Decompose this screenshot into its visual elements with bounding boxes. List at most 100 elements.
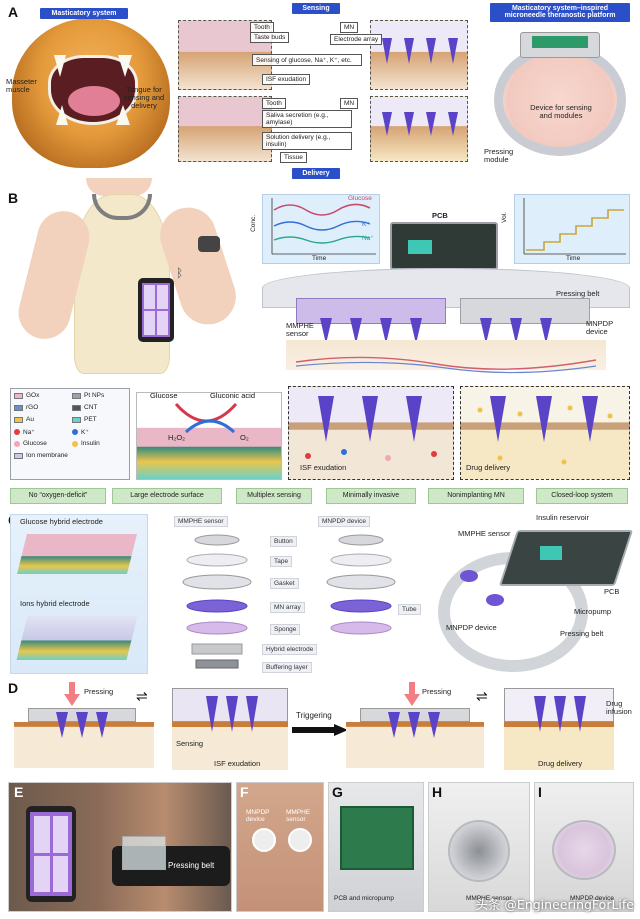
legend-na: Na⁺ — [14, 428, 35, 436]
mmphe-sensor-label-c: MMPHE sensor — [458, 529, 511, 538]
micropump-label: Micropump — [574, 607, 612, 616]
device-pcb-chip-c — [540, 546, 562, 560]
electrode-glucose-label: Glucose — [150, 391, 178, 400]
legend-ion-membrane: Ion membrane — [14, 452, 68, 459]
legend-pet: PET — [72, 416, 97, 423]
d-drug-infusion: Drug infusion — [606, 699, 632, 716]
sensing-microneedles — [382, 38, 458, 64]
tongue-label: Tongue for sensing and delivery — [123, 85, 165, 110]
section-b-microneedles — [320, 318, 552, 344]
device-ring — [494, 44, 626, 156]
legend-rgo: rGO — [14, 404, 38, 411]
delivery-row-tissue: Tissue — [280, 152, 307, 163]
mnpdp-title: MNPDP device — [318, 516, 370, 527]
delivery-right-mn: MN — [340, 98, 359, 109]
mmphe-exploded-stack — [182, 534, 252, 669]
sensing-row-isf: ISF exudation — [262, 74, 311, 85]
layer-tape: Tape — [270, 556, 293, 567]
feature-no-oxygen-deficit: No “oxygen-deficit” — [10, 488, 106, 504]
series-k: K⁺ — [362, 221, 370, 228]
person-head — [86, 178, 152, 196]
mnpdp-dot-c — [486, 594, 504, 606]
layer-button: Button — [270, 536, 297, 547]
photo-e-label: Pressing belt — [168, 861, 215, 870]
legend-k: K⁺ — [72, 428, 89, 436]
delivery-row-tooth: Tooth — [262, 98, 286, 109]
d-press-arrow-2 — [404, 682, 420, 706]
pressing-belt-label-c: Pressing belt — [560, 629, 604, 638]
sensing-right-mn: MN — [340, 22, 359, 33]
photo-g-board — [340, 806, 414, 870]
panel-letter-d: D — [8, 680, 19, 696]
feature-multiplex: Multiplex sensing — [236, 488, 312, 504]
banner-inspired-platform: Masticatory system–inspired microneedle … — [490, 3, 630, 22]
photo-e-box — [122, 836, 166, 870]
legend-glucose: Glucose — [14, 440, 47, 447]
panel-letter-f: F — [240, 784, 249, 800]
banner-sensing: Sensing — [292, 3, 340, 15]
electrode-illustration — [136, 392, 282, 480]
zoom-delivery-needles — [477, 396, 613, 465]
device-label: Device for sensing and modules — [530, 103, 592, 120]
plot-volume-xlabel: Time — [566, 255, 581, 262]
plot-volume-steps — [523, 198, 626, 255]
panel-letter-h: H — [432, 784, 443, 800]
panel-letter-b: B — [8, 190, 19, 206]
d-scene4-skin — [504, 722, 614, 770]
panel-letter-i: I — [538, 784, 542, 800]
feature-closed-loop: Closed-loop system — [536, 488, 628, 504]
tube-label: Tube — [398, 604, 421, 615]
ions-electrode-label: Ions hybrid electrode — [20, 599, 90, 608]
mmphe-label: MMPHE sensor — [286, 321, 314, 338]
feature-nonimplanting: Nonimplanting MN — [428, 488, 524, 504]
glucose-electrode-label: Glucose hybrid electrode — [20, 517, 103, 526]
photo-h-device — [448, 820, 510, 882]
plot-volume-ylabel: Vol. — [501, 211, 509, 223]
legend-pt: Pt NPs — [72, 392, 104, 399]
photo-i-label: MNPDP device — [570, 895, 614, 902]
d-scene4-needles — [534, 696, 586, 732]
mnpdp-exploded-stack — [326, 534, 396, 635]
plot-concentration-xlabel: Time — [312, 255, 327, 262]
feature-large-electrode: Large electrode surface — [112, 488, 222, 504]
d-trigger-arrow — [292, 724, 348, 736]
d-scene1-skin — [14, 722, 154, 768]
electrode-o2-label: O₂ — [240, 433, 249, 442]
phone — [138, 278, 174, 342]
electrode-arrows — [174, 403, 238, 434]
photo-g-label: PCB and micropump — [334, 895, 394, 902]
d-equilibrium-1: ⇌ — [136, 688, 148, 704]
layer-gasket: Gasket — [270, 578, 299, 589]
delivery-row-saliva: Saliva secretion (e.g., amylase) — [262, 110, 352, 128]
plot-volume — [514, 194, 630, 264]
feature-minimally-invasive: Minimally invasive — [326, 488, 416, 504]
panel-letter-g: G — [332, 784, 343, 800]
blood-vessels-b — [295, 356, 597, 374]
layer-sponge: Sponge — [270, 624, 301, 635]
delivery-microneedles — [382, 112, 458, 136]
d-press-arrow-1 — [64, 682, 80, 706]
sensing-row-taste: Taste buds — [250, 32, 290, 43]
mmphe-title: MMPHE sensor — [174, 516, 228, 527]
photo-f-left-label: MNPDP device — [246, 809, 270, 823]
zoom-sensing-needles — [305, 396, 437, 461]
pcb-label-c: PCB — [604, 587, 620, 596]
pcb-board — [390, 222, 498, 270]
d-scene1-needles — [56, 712, 108, 738]
mnpdp-label: MNPDP device — [586, 319, 613, 336]
legend-au: Au — [14, 416, 34, 423]
banner-masticatory-system: Masticatory system — [40, 8, 128, 20]
d-drug-delivery: Drug delivery — [538, 759, 583, 768]
mnpdp-device-label-c: MNPDP device — [446, 623, 497, 632]
zoom-isf-label: ISF exudation — [300, 463, 347, 472]
pressing-belt-label: Pressing belt — [556, 289, 600, 298]
zoom-drug-label: Drug delivery — [466, 463, 511, 472]
lion-teeth — [54, 55, 132, 125]
arm-band — [198, 236, 220, 252]
series-na: Na⁺ — [362, 235, 374, 242]
photo-h-label: MMPHE sensor — [466, 895, 512, 902]
delivery-scene-left — [178, 96, 272, 162]
insulin-reservoir-label: Insulin reservoir — [536, 513, 589, 522]
mmphe-dot-c — [460, 570, 478, 582]
plot-concentration-ylabel: Conc. — [250, 214, 258, 232]
